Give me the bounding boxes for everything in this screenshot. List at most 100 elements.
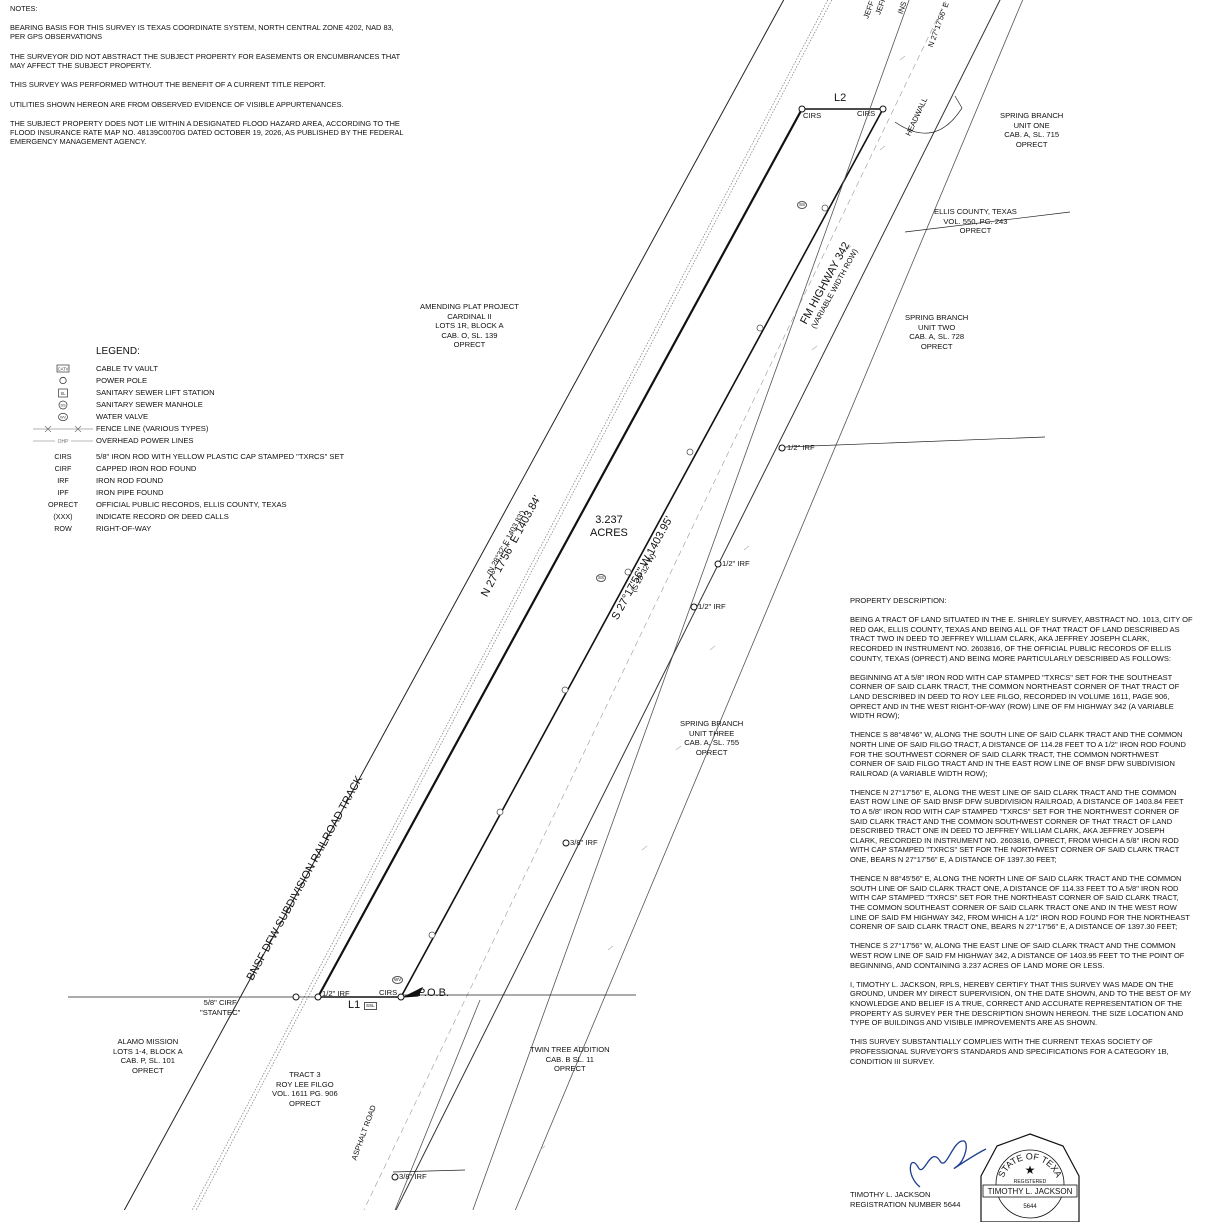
fence-line-icon bbox=[30, 424, 96, 436]
legend-abbr: OPRECT bbox=[48, 500, 78, 509]
irf-38-label: 3/8" IRF bbox=[570, 838, 598, 847]
legend-abbr: CIRF bbox=[54, 464, 72, 473]
power-pole-icon bbox=[30, 376, 96, 387]
cirs-label-ne: CIRS bbox=[857, 109, 876, 118]
adjoiner-line-spring-two bbox=[784, 436, 1046, 448]
legend-row: ROW RIGHT-OF-WAY bbox=[30, 524, 410, 536]
railroad-track-dashed-2 bbox=[195, 0, 833, 1210]
irf-label-south: 1/2" IRF bbox=[322, 989, 350, 998]
adjoiner-line-bottom bbox=[392, 1169, 466, 1173]
legend-text: CABLE TV VAULT bbox=[96, 364, 159, 373]
description-paragraph: THENCE S 27°17'56" W, ALONG THE EAST LIN… bbox=[850, 941, 1185, 970]
legend-text: IRON PIPE FOUND bbox=[96, 488, 164, 497]
asphalt-road-edge bbox=[394, 999, 481, 1210]
svg-text:CATV: CATV bbox=[58, 367, 69, 372]
irf-label-1: 1/2" IRF bbox=[787, 443, 815, 452]
legend-row: IRF IRON ROD FOUND bbox=[30, 476, 410, 488]
headwall-arc bbox=[894, 107, 963, 134]
legend-row: WV WATER VALVE bbox=[30, 412, 410, 424]
l2-label: L2 bbox=[834, 92, 847, 104]
legend-abbr: (XXX) bbox=[53, 512, 73, 521]
star-icon: ★ bbox=[1025, 1163, 1036, 1177]
overhead-power-line-icon: OHP bbox=[30, 436, 96, 448]
tract-west-line bbox=[317, 108, 803, 998]
iron-rod-markers bbox=[292, 105, 887, 1181]
property-description: PROPERTY DESCRIPTION: BEING A TRACT OF L… bbox=[850, 596, 1193, 1076]
description-paragraph: BEING A TRACT OF LAND SITUATED IN THE E.… bbox=[850, 615, 1193, 663]
legend-abbr: IRF bbox=[57, 476, 69, 485]
irf-label-2: 1/2" IRF bbox=[722, 559, 750, 568]
sewer-manhole-icon: SS bbox=[30, 400, 96, 412]
cirs-label-nw: CIRS bbox=[803, 111, 822, 120]
highway-fence bbox=[363, 0, 947, 1210]
svg-text:TIMOTHY L. JACKSON: TIMOTHY L. JACKSON bbox=[988, 1187, 1073, 1196]
cable-tv-vault-icon: CATV bbox=[30, 364, 96, 375]
legend-row: CIRF CAPPED IRON ROD FOUND bbox=[30, 464, 410, 476]
legend-text: IRON ROD FOUND bbox=[96, 476, 164, 485]
legend-row: (XXX) INDICATE RECORD OR DEED CALLS bbox=[30, 512, 410, 524]
legend-abbr: CIRS bbox=[54, 452, 72, 461]
surveyor-seal: STATE OF TEXAS ★ REGISTERED TIMOTHY L. J… bbox=[972, 1124, 1085, 1223]
legend-text: OFFICIAL PUBLIC RECORDS, ELLIS COUNTY, T… bbox=[96, 500, 287, 509]
svg-text:SS: SS bbox=[60, 403, 66, 408]
svg-text:5644: 5644 bbox=[1023, 1204, 1037, 1210]
pob-arrow-icon bbox=[403, 986, 424, 998]
legend-row: OHP OVERHEAD POWER LINES bbox=[30, 436, 410, 448]
legend-text: 5/8" IRON ROD WITH YELLOW PLASTIC CAP ST… bbox=[96, 452, 345, 461]
svg-text:REGISTERED: REGISTERED bbox=[1014, 1179, 1047, 1185]
headwall-tick bbox=[954, 95, 963, 109]
notes-header: NOTES: bbox=[10, 4, 38, 13]
tract-east-line bbox=[400, 108, 884, 998]
water-valve-icon: WV bbox=[392, 976, 404, 984]
power-poles bbox=[428, 204, 829, 939]
adjoiner-line-ellis bbox=[904, 211, 1071, 233]
description-paragraph: THENCE S 88°48'46" W, ALONG THE SOUTH LI… bbox=[850, 730, 1186, 778]
pob-label: P.O.B. bbox=[418, 987, 449, 999]
legend-row: CIRS 5/8" IRON ROD WITH YELLOW PLASTIC C… bbox=[30, 452, 410, 464]
water-valve-icon: WV bbox=[30, 412, 96, 424]
notes-block: NOTES: BEARING BASIS FOR THIS SURVEY IS … bbox=[10, 4, 405, 157]
legend-row: POWER POLE bbox=[30, 376, 410, 388]
description-paragraph: BEGINNING AT A 5/8" IRON ROD WITH CAP ST… bbox=[850, 672, 1180, 721]
legend-text: SANITARY SEWER LIFT STATION bbox=[96, 388, 215, 397]
legend-row: SS SANITARY SEWER MANHOLE bbox=[30, 400, 410, 412]
legend-text: OVERHEAD POWER LINES bbox=[96, 436, 194, 445]
description-paragraph: THENCE N 27°17'56" E, ALONG THE WEST LIN… bbox=[850, 787, 1184, 865]
highway-edge-1 bbox=[472, 0, 910, 1210]
surveyor-signature-block: TIMOTHY L. JACKSON REGISTRATION NUMBER 5… bbox=[850, 1190, 960, 1210]
sewer-lift-station-icon: SSL bbox=[364, 1002, 377, 1010]
legend-title: LEGEND: bbox=[96, 346, 140, 357]
note-line: THE SURVEYOR DID NOT ABSTRACT THE SUBJEC… bbox=[10, 51, 400, 70]
legend-text: WATER VALVE bbox=[96, 412, 149, 421]
railroad-track-dashed bbox=[191, 0, 829, 1210]
description-header: PROPERTY DESCRIPTION: bbox=[850, 596, 947, 605]
legend-row: IPF IRON PIPE FOUND bbox=[30, 488, 410, 500]
irf-label-3: 1/2" IRF bbox=[698, 602, 726, 611]
legend-text: INDICATE RECORD OR DEED CALLS bbox=[96, 512, 229, 521]
note-line: UTILITIES SHOWN HEREON ARE FROM OBSERVED… bbox=[10, 99, 344, 109]
legend-text: CAPPED IRON ROD FOUND bbox=[96, 464, 197, 473]
legend-text: SANITARY SEWER MANHOLE bbox=[96, 400, 203, 409]
note-line: BEARING BASIS FOR THIS SURVEY IS TEXAS C… bbox=[10, 23, 394, 41]
description-paragraph: THENCE N 88°45'56" E, ALONG THE NORTH LI… bbox=[850, 874, 1190, 932]
signature-icon bbox=[900, 1135, 990, 1195]
irf-38-bottom-label: 3/8" IRF bbox=[399, 1172, 427, 1181]
highway-east-row bbox=[395, 0, 1001, 1210]
l1-label: L1 bbox=[348, 999, 361, 1011]
sewer-manhole-icon: SS bbox=[596, 574, 607, 582]
sewer-manhole-icon: SS bbox=[797, 201, 808, 209]
legend-text: FENCE LINE (VARIOUS TYPES) bbox=[96, 424, 209, 433]
note-line: THE SUBJECT PROPERTY DOES NOT LIE WITHIN… bbox=[10, 119, 404, 146]
registration-number: REGISTRATION NUMBER 5644 bbox=[850, 1200, 961, 1209]
railroad-row-west-line bbox=[123, 0, 785, 1210]
legend-text: RIGHT-OF-WAY bbox=[96, 524, 152, 533]
